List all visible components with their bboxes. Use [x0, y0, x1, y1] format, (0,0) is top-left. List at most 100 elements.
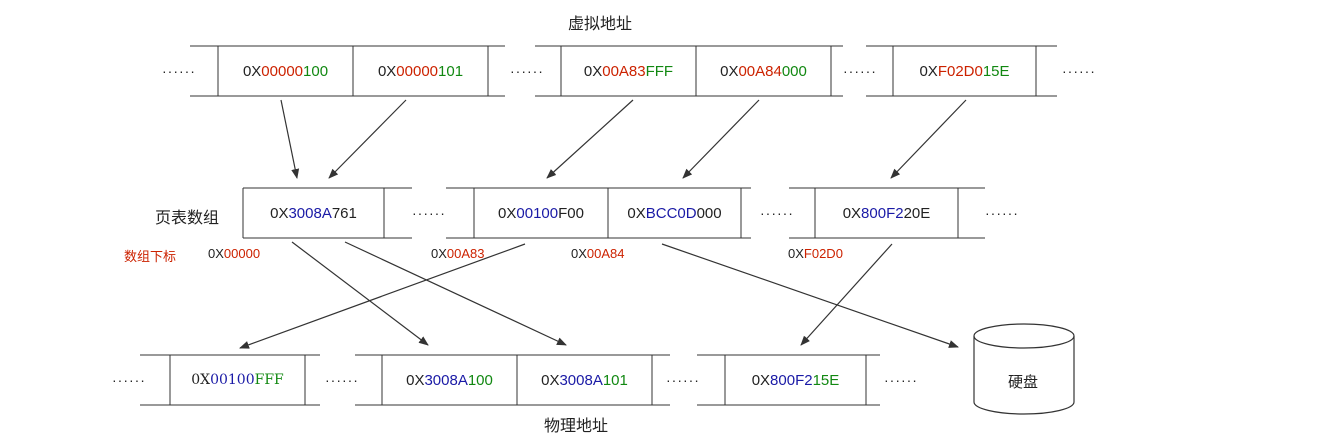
- ellipsis: ······: [510, 63, 544, 79]
- address-segment: 00A84: [586, 246, 625, 261]
- address-segment: 0X: [583, 62, 603, 80]
- ellipsis: ······: [1062, 63, 1096, 79]
- address-segment: 00A84: [738, 62, 782, 80]
- address-segment: F02D0: [937, 62, 983, 80]
- address-segment: 15E: [812, 371, 840, 389]
- page-table-group-3: [789, 187, 985, 239]
- page-table-group-1: [242, 187, 412, 239]
- physical-group-2: [355, 354, 670, 406]
- arrow-icon: [291, 241, 429, 346]
- address-segment: 0X: [788, 246, 804, 261]
- array-index: 0X00A83: [431, 246, 485, 261]
- ellipsis: ······: [162, 63, 196, 79]
- arrow-icon: [344, 241, 567, 346]
- address-segment: 00000: [223, 246, 261, 261]
- array-index: 0X00A84: [571, 246, 625, 261]
- ellipsis: ······: [325, 372, 359, 388]
- virtual-row-group-2: [535, 45, 843, 97]
- arrow-icon: [546, 99, 634, 179]
- address-segment: FFF: [645, 62, 674, 80]
- arrow-icon: [280, 99, 300, 179]
- address-segment: 101: [602, 371, 628, 389]
- address-segment: 0X: [541, 371, 560, 389]
- address-segment: 100: [303, 62, 329, 80]
- address-segment: 000: [781, 62, 807, 80]
- ellipsis: ······: [884, 372, 918, 388]
- address-segment: 0X: [627, 204, 646, 222]
- address-segment: 0X: [720, 62, 739, 80]
- physical-address-title: 物理地址: [544, 416, 609, 435]
- arrow-icon: [328, 99, 407, 179]
- arrow-icon: [890, 99, 967, 179]
- address-segment: 3008A: [288, 204, 332, 222]
- address-segment: F02D0: [803, 246, 843, 261]
- address-segment: 00A83: [602, 62, 646, 80]
- ellipsis: ······: [760, 205, 794, 221]
- arrow-icon: [661, 243, 959, 348]
- ellipsis: ······: [666, 372, 700, 388]
- disk-cylinder-icon: [973, 323, 1075, 415]
- page-table-title: 页表数组: [155, 208, 220, 227]
- array-index-title: 数组下标: [124, 250, 177, 265]
- virtual-address-title: 虚拟地址: [568, 14, 633, 33]
- address-segment: BCC0D: [645, 204, 697, 222]
- address-segment: 0X: [751, 371, 771, 389]
- address-segment: 0X: [431, 246, 447, 261]
- address-segment: 000: [696, 204, 722, 222]
- address-segment: 00000: [396, 62, 439, 80]
- address-segment: 0X: [842, 204, 862, 222]
- address-segment: 100: [467, 371, 493, 389]
- arrow-icon: [682, 99, 760, 179]
- address-segment: 00100: [210, 372, 255, 388]
- address-segment: 800F2: [770, 371, 813, 389]
- address-segment: 15E: [982, 62, 1010, 80]
- address-segment: 0X: [270, 204, 289, 222]
- address-segment: F00: [558, 204, 584, 222]
- address-segment: 0X: [571, 246, 587, 261]
- ellipsis: ······: [112, 372, 146, 388]
- virtual-row-group-1: [190, 45, 505, 97]
- physical-group-3: [697, 354, 880, 406]
- array-index: 0XF02D0: [788, 246, 843, 261]
- address-segment: 0X: [406, 371, 425, 389]
- address-segment: 20E: [903, 204, 931, 222]
- physical-group-1: [140, 354, 320, 406]
- address-segment: 0X: [242, 62, 262, 80]
- virtual-row-group-3: [866, 45, 1057, 97]
- array-index: 0X00000: [208, 246, 260, 261]
- address-segment: 101: [438, 62, 464, 80]
- address-segment: 0X: [498, 204, 517, 222]
- address-segment: 800F2: [861, 204, 904, 222]
- address-segment: 0X: [191, 372, 211, 388]
- address-segment: 3008A: [559, 371, 603, 389]
- address-segment: 0X: [377, 62, 397, 80]
- ellipsis: ······: [985, 205, 1019, 221]
- ellipsis: ······: [843, 63, 877, 79]
- address-segment: 0X: [919, 62, 938, 80]
- address-segment: 0X: [208, 246, 224, 261]
- arrow-icon: [239, 243, 526, 349]
- disk-label: 硬盘: [1008, 373, 1039, 391]
- page-table-group-2: [446, 187, 751, 239]
- address-segment: 761: [331, 204, 357, 222]
- address-segment: 3008A: [424, 371, 468, 389]
- address-segment: FFF: [254, 372, 284, 388]
- address-segment: 00000: [261, 62, 304, 80]
- address-segment: 00A83: [446, 246, 485, 261]
- arrow-icon: [800, 243, 893, 346]
- ellipsis: ······: [412, 205, 446, 221]
